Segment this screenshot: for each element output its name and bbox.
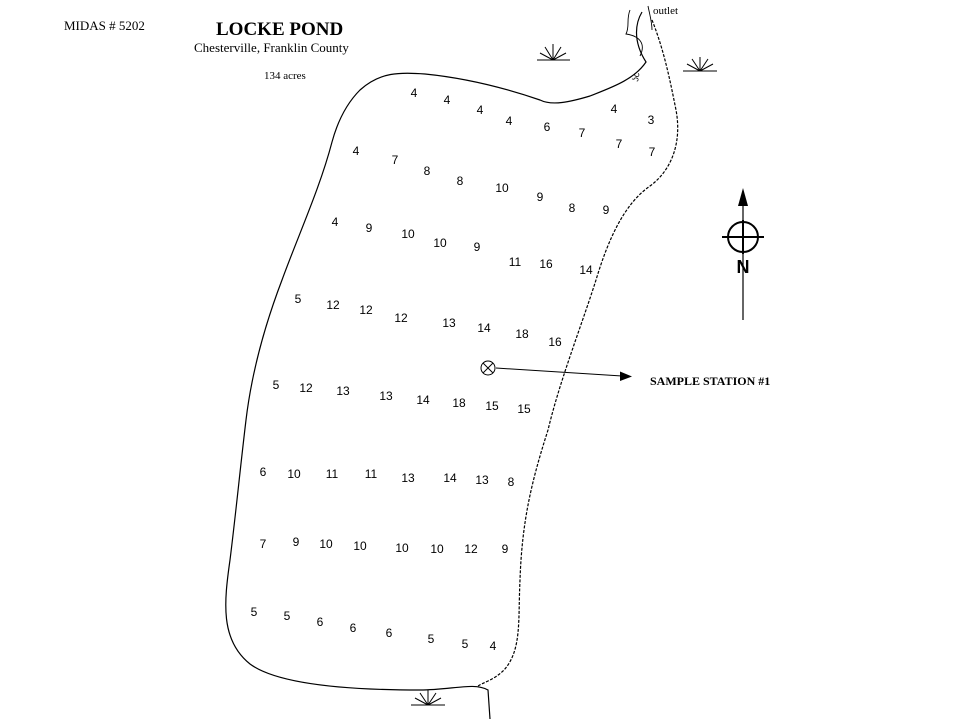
- depth-sounding: 9: [293, 535, 300, 549]
- depth-sounding: 10: [395, 541, 409, 555]
- depth-sounding: 12: [394, 311, 408, 325]
- depth-sounding: 6: [260, 465, 267, 479]
- depth-sounding: 7: [649, 145, 656, 159]
- depth-sounding: 4: [411, 86, 418, 100]
- depth-sounding: 15: [517, 402, 531, 416]
- depth-sounding: 13: [379, 389, 393, 403]
- depth-sounding: 10: [433, 236, 447, 250]
- depth-sounding: 7: [579, 126, 586, 140]
- depth-sounding: 5: [273, 378, 280, 392]
- depth-sounding: 13: [336, 384, 350, 398]
- depth-sounding: 4: [490, 639, 497, 653]
- outlet-channel: [625, 5, 653, 57]
- depth-sounding: 10: [401, 227, 415, 241]
- pond-title: LOCKE POND: [216, 19, 343, 40]
- depth-sounding: 9: [366, 221, 373, 235]
- depth-sounding: 4: [332, 215, 339, 229]
- depth-sounding: 3: [648, 113, 655, 127]
- depth-sounding: 14: [579, 263, 593, 277]
- depth-sounding: 14: [416, 393, 430, 407]
- midas-label: MIDAS # 5202: [64, 18, 145, 33]
- depth-sounding: 16: [548, 335, 562, 349]
- depth-sounding: 5: [251, 605, 258, 619]
- depth-sounding: 18: [452, 396, 466, 410]
- depth-sounding: 12: [326, 298, 340, 312]
- sample-station-icon: [480, 360, 496, 376]
- depth-sounding: 18: [515, 327, 529, 341]
- depth-sounding: 12: [359, 303, 373, 317]
- depth-sounding: 11: [509, 255, 522, 269]
- depth-sounding: 8: [569, 201, 576, 215]
- depth-sounding: 7: [392, 153, 399, 167]
- depth-sounding: 9: [603, 203, 610, 217]
- depth-sounding: 14: [477, 321, 491, 335]
- depth-sounding: 13: [401, 471, 415, 485]
- north-label: N: [737, 257, 750, 277]
- depth-sounding: 10: [287, 467, 301, 481]
- outlet-label: outlet: [653, 5, 678, 17]
- depth-sounding: 5: [462, 637, 469, 651]
- depth-sounding: 6: [386, 626, 393, 640]
- pond-shoreline: [225, 11, 647, 719]
- depth-sounding: 10: [495, 181, 509, 195]
- depth-sounding: 10: [430, 542, 444, 556]
- depth-sounding: 4: [506, 114, 513, 128]
- depth-sounding: 8: [508, 475, 515, 489]
- depth-sounding: 10: [319, 537, 333, 551]
- depth-sounding: 6: [544, 120, 551, 134]
- depth-sounding: 4: [353, 144, 360, 158]
- marsh-symbol-icon: [411, 690, 445, 706]
- sample-station-label: SAMPLE STATION #1: [650, 374, 770, 388]
- north-arrow-icon: N: [722, 188, 764, 320]
- marsh-symbol-icon: [537, 44, 570, 61]
- depth-sounding: 9: [502, 542, 509, 556]
- depth-sounding: 6: [317, 615, 324, 629]
- depth-sounding: 14: [443, 471, 457, 485]
- depth-sounding: 5: [295, 292, 302, 306]
- depth-sounding: 9: [537, 190, 544, 204]
- location-label: Chesterville, Franklin County: [194, 40, 349, 55]
- depth-sounding: 5: [428, 632, 435, 646]
- depth-sounding: 7: [260, 537, 267, 551]
- depth-sounding: 16: [539, 257, 553, 271]
- depth-sounding: 8: [424, 164, 431, 178]
- outlet-small-mark: ʖc: [630, 71, 641, 82]
- depth-sounding: 12: [464, 542, 478, 556]
- depth-sounding: 4: [444, 93, 451, 107]
- pond-shoreline-east: [477, 19, 679, 687]
- depth-sounding: 5: [284, 609, 291, 623]
- depth-sounding: 4: [477, 103, 484, 117]
- depth-sounding: 4: [611, 102, 618, 116]
- depth-sounding: 6: [350, 621, 357, 635]
- sample-station-arrow: [495, 367, 632, 381]
- area-label: 134 acres: [264, 70, 306, 82]
- depth-soundings: 4 4 4 4 6 7 4 3 4 7 8 8 10 9 8 9 7 7 4 9 10 10 9 11 16 14 5 12 12 12 1…: [251, 86, 656, 653]
- depth-sounding: 13: [475, 473, 489, 487]
- depth-sounding: 7: [616, 137, 623, 151]
- marsh-symbol-icon: [683, 57, 717, 72]
- depth-sounding: 13: [442, 316, 456, 330]
- depth-sounding: 9: [474, 240, 481, 254]
- depth-sounding: 12: [299, 381, 313, 395]
- depth-sounding: 11: [326, 467, 339, 481]
- depth-sounding: 8: [457, 174, 464, 188]
- depth-sounding: 10: [353, 539, 367, 553]
- depth-sounding: 15: [485, 399, 499, 413]
- depth-sounding: 11: [365, 467, 378, 481]
